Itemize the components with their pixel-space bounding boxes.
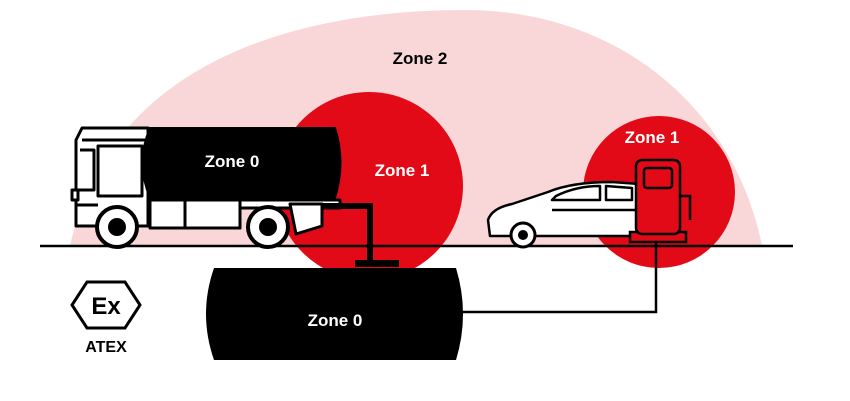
truck-zone1-label: Zone 1: [375, 161, 430, 180]
pump-display: [642, 166, 674, 190]
fill-pipe-cap: [355, 260, 399, 267]
underground-tank: [206, 268, 463, 360]
truck-tank: [141, 127, 342, 199]
fuel-pump: [628, 158, 692, 244]
tank-truck: [70, 126, 342, 236]
supply-pipe: [462, 238, 658, 314]
atex-symbol: Ex: [91, 293, 121, 320]
truck-rear-wheel: [246, 205, 290, 249]
zone2-label: Zone 2: [393, 49, 448, 68]
truck-tank-label: Zone 0: [205, 152, 260, 171]
fill-hose: [322, 203, 373, 262]
atex-caption: ATEX: [85, 339, 127, 356]
atex-hexagon-icon: [70, 280, 142, 330]
pump-zone1-label: Zone 1: [625, 128, 680, 147]
truck-front-wheel: [95, 205, 139, 249]
atex-logo: Ex ATEX: [70, 280, 142, 356]
underground-tank-label: Zone 0: [308, 311, 363, 330]
car-front-wheel: [509, 221, 537, 249]
